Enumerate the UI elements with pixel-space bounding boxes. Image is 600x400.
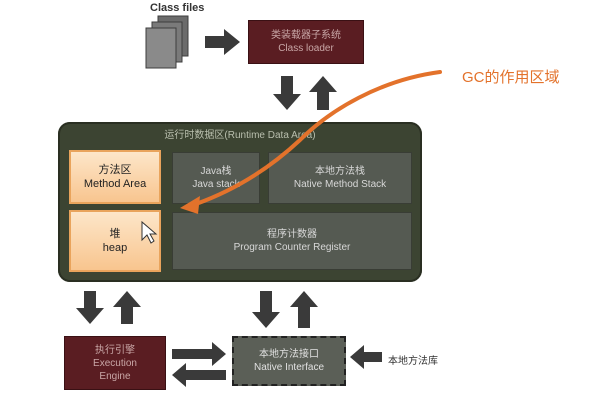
arrow-down-icon bbox=[273, 76, 301, 110]
arrow-up-icon bbox=[113, 291, 141, 324]
execution-engine-zh: 执行引擎 bbox=[95, 344, 135, 356]
java-stack-zh: Java栈 bbox=[200, 166, 232, 177]
native-interface-en: Native Interface bbox=[253, 362, 325, 373]
gc-annotation-label: GC的作用区域 bbox=[462, 69, 560, 86]
heap-box: 堆 heap bbox=[69, 210, 161, 272]
execution-engine-en1: Execution bbox=[93, 357, 137, 369]
execution-engine-en2: Engine bbox=[99, 370, 131, 382]
native-interface-zh: 本地方法接口 bbox=[259, 349, 319, 360]
gc-arrow-curve bbox=[194, 70, 442, 206]
java-stack-en: Java stack bbox=[192, 179, 240, 190]
arrow-down-icon bbox=[76, 291, 104, 324]
class-files-label: Class files bbox=[150, 2, 205, 14]
arrow-right-icon bbox=[172, 342, 226, 366]
native-method-stack-en: Native Method Stack bbox=[293, 179, 387, 190]
class-loader-box: 类装载器子系统 Class loader bbox=[248, 20, 364, 64]
arrow-right-icon bbox=[205, 29, 240, 55]
native-library-label: 本地方法库 bbox=[388, 356, 438, 367]
heap-en: heap bbox=[102, 242, 128, 254]
heap-zh: 堆 bbox=[109, 228, 121, 240]
pc-register-box: 程序计数器 Program Counter Register bbox=[172, 212, 412, 270]
native-method-stack-box: 本地方法栈 Native Method Stack bbox=[268, 152, 412, 204]
class-loader-en: Class loader bbox=[278, 43, 334, 54]
java-stack-box: Java栈 Java stack bbox=[172, 152, 260, 204]
arrow-down-icon bbox=[252, 291, 280, 328]
arrow-up-icon bbox=[309, 76, 337, 110]
arrow-left-icon bbox=[350, 345, 382, 369]
class-loader-zh: 类装载器子系统 bbox=[271, 30, 341, 41]
method-area-en: Method Area bbox=[83, 178, 147, 190]
arrow-up-icon bbox=[290, 291, 318, 328]
runtime-title: 运行时数据区(Runtime Data Area) bbox=[164, 130, 316, 141]
method-area-box: 方法区 Method Area bbox=[69, 150, 161, 204]
gc-arrowhead-icon bbox=[180, 196, 200, 214]
class-files-icon bbox=[145, 15, 189, 69]
execution-engine-box: 执行引擎 Execution Engine bbox=[64, 336, 166, 390]
pc-register-en: Program Counter Register bbox=[233, 242, 351, 253]
native-method-stack-zh: 本地方法栈 bbox=[315, 166, 365, 177]
mouse-cursor-icon bbox=[141, 220, 158, 244]
method-area-zh: 方法区 bbox=[98, 164, 132, 176]
native-interface-box: 本地方法接口 Native Interface bbox=[232, 336, 346, 386]
pc-register-zh: 程序计数器 bbox=[267, 229, 317, 240]
arrow-left-icon bbox=[172, 363, 226, 387]
